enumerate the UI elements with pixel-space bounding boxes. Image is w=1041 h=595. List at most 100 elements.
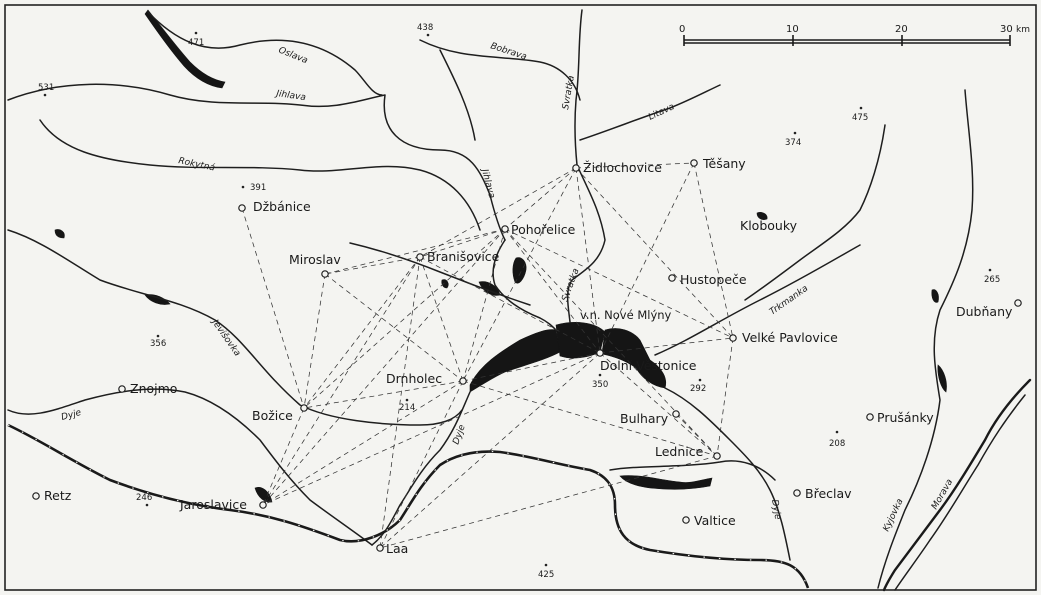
scale-label-0: 0 (679, 24, 685, 35)
town-marker-breclav[interactable] (793, 489, 801, 497)
town-label-bozice: Božice (252, 408, 293, 423)
river-label-jevisovka: Jevišovka (208, 316, 242, 359)
river-dyje-east (664, 387, 791, 561)
towns: Židlochovice Těšany Pohořelice Džbánice … (32, 156, 1022, 556)
town-marker-dzbanice[interactable] (238, 204, 246, 212)
elevation-label: 438 (417, 23, 433, 33)
elevation-dot (988, 268, 992, 272)
link (462, 167, 577, 382)
elevation-dot (544, 563, 548, 567)
link (462, 380, 718, 457)
town-label-dubnany: Dubňany (956, 304, 1013, 319)
town-marker-branisovice[interactable] (416, 253, 424, 261)
town-marker-tesany[interactable] (690, 159, 698, 167)
link (575, 167, 734, 339)
elevation-dot (598, 373, 602, 377)
town-label-prusanky: Prušánky (877, 410, 934, 425)
river-east-channel (744, 124, 886, 301)
rivers (7, 9, 1032, 592)
link (419, 256, 601, 354)
link (419, 167, 577, 258)
link (419, 228, 506, 258)
town-marker-dubnany[interactable] (1014, 299, 1022, 307)
town-marker-laa[interactable] (376, 544, 384, 552)
town-marker-valtice[interactable] (682, 516, 690, 524)
town-marker-velke-pavlovice[interactable] (729, 334, 737, 342)
river-label-trkmanka: Trkmanka (768, 284, 810, 318)
elevation-points: 471 438 531 475 374 391 265 356 350 292 … (38, 23, 1000, 580)
river-trkmanka (654, 244, 861, 356)
river-jevisovka (7, 229, 463, 426)
elevation-dot (156, 334, 160, 338)
town-label-branisovice: Branišovice (427, 249, 500, 264)
pond-klobouky (756, 212, 768, 220)
town-marker-jaroslavice[interactable] (259, 501, 267, 509)
link (262, 228, 506, 506)
town-label-nove-mlyny: v.n. Nové Mlýny (580, 308, 672, 322)
river-label-bobrava: Bobrava (489, 41, 528, 62)
river-label-dyje-east: Dyje (769, 499, 782, 521)
town-marker-drnholec[interactable] (459, 377, 467, 385)
town-marker-lednice[interactable] (713, 452, 721, 460)
elevation-label: 471 (188, 38, 204, 48)
river-label-dyje-west: Dyje (60, 408, 83, 423)
connection-network (241, 162, 734, 549)
link (262, 256, 421, 506)
pond-morava-2 (937, 364, 947, 393)
link (324, 256, 421, 275)
link (693, 162, 734, 339)
elevation-dot (405, 398, 409, 402)
river-svratka-south (566, 164, 606, 323)
town-marker-bozice[interactable] (300, 404, 308, 412)
river-svratka-north (574, 9, 583, 166)
link (241, 207, 305, 409)
scale-bar: 0 10 20 30 km (679, 24, 1030, 46)
town-label-dzbanice: Džbánice (253, 199, 311, 214)
town-marker-miroslav[interactable] (321, 270, 329, 278)
river-bobrava (419, 39, 581, 101)
elevation-label: 265 (984, 275, 1000, 285)
scale-label-20: 20 (895, 24, 908, 35)
scale-label-10: 10 (786, 24, 799, 35)
elevation-dot (835, 430, 839, 434)
elevation-label: 531 (38, 83, 54, 93)
river-dyje-west (7, 388, 373, 546)
town-label-laa: Laa (386, 541, 408, 556)
town-label-breclav: Břeclav (805, 486, 852, 501)
elevation-label: 208 (829, 439, 845, 449)
town-label-klobouky: Klobouky (740, 218, 798, 233)
link (599, 337, 734, 354)
elevation-label: 356 (150, 339, 166, 349)
scale-unit: km (1016, 25, 1030, 35)
town-marker-zidlochovice[interactable] (572, 164, 580, 172)
elevation-label: 425 (538, 570, 554, 580)
town-marker-hustopece[interactable] (668, 274, 676, 282)
town-label-bulhary: Bulhary (620, 411, 669, 426)
town-marker-retz[interactable] (32, 492, 40, 500)
river-labels: Oslava Bobrava Jihlava Svratka Litava Ro… (60, 41, 955, 533)
border-line (7, 423, 810, 589)
link (324, 273, 464, 382)
town-marker-bulhary[interactable] (672, 410, 680, 418)
town-label-tesany: Těšany (702, 156, 746, 171)
river-label-jihlava-north: Jihlava (274, 89, 307, 103)
town-label-drnholec: Drnholec (386, 371, 442, 386)
town-marker-znojmo[interactable] (118, 385, 126, 393)
elevation-dot (43, 93, 47, 97)
elevation-label: 214 (399, 403, 415, 413)
town-marker-dolni-vestonice[interactable] (596, 349, 604, 357)
map-frame (4, 4, 1037, 591)
pond-branisovice (512, 257, 527, 284)
water-bodies (54, 9, 947, 503)
river-lednice-branch (609, 460, 776, 481)
town-label-valtice: Valtice (694, 513, 736, 528)
elevation-dot (145, 503, 149, 507)
link (575, 167, 601, 354)
link (379, 455, 718, 549)
pond-west (54, 229, 65, 239)
link (303, 273, 326, 409)
town-marker-pohorelice[interactable] (501, 225, 509, 233)
elevation-label: 391 (250, 183, 266, 193)
river-jihlava-south (492, 239, 557, 331)
town-marker-prusanky[interactable] (866, 413, 874, 421)
